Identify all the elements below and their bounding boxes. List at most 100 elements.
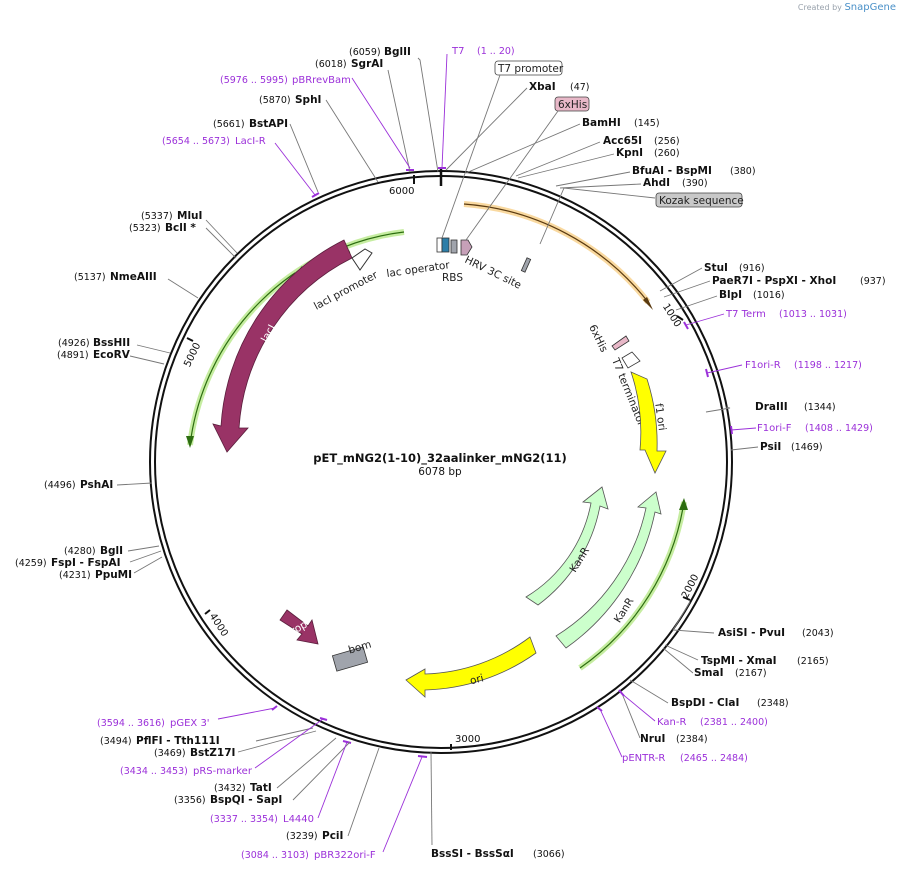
- enzyme-name-bgli: BglI: [100, 545, 123, 557]
- ori-arrow: [405, 636, 537, 698]
- enzyme-pos-bspqi: (3356): [174, 795, 206, 806]
- enzyme-name-psii: PsiI: [760, 441, 781, 453]
- enzyme-name-bspdi: BspDI - ClaI: [671, 697, 739, 709]
- enzyme-pos-bspdi: (2348): [757, 698, 789, 709]
- t7-promoter-box: [441, 237, 450, 253]
- enzyme-pos-nmeaiii: (5137): [74, 272, 106, 283]
- orf-orange-arrowhead: [643, 297, 653, 310]
- enzyme-pos-kpni: (260): [654, 148, 680, 159]
- primer-range-pbr322ori: (3084 .. 3103): [241, 850, 309, 861]
- tick-5000-mark: [186, 337, 194, 342]
- plasmid-name: pET_mNG2(1-10)_32aalinker_mNG2(11): [313, 451, 567, 466]
- hrv-3c-site-label: HRV 3C site: [463, 254, 523, 292]
- enzyme-pos-acc65i: (256): [654, 136, 680, 147]
- enzyme-name-tati: TatI: [250, 782, 272, 794]
- leader-bfuai: [555, 171, 631, 187]
- leader-nmeaiii: [167, 278, 199, 299]
- enzyme-name-nrui: NruI: [640, 733, 665, 745]
- primer-name-t7: T7: [451, 46, 464, 57]
- enzyme-pos-tati: (3432): [214, 783, 246, 794]
- primer-range-f1ori-r: (1198 .. 1217): [794, 360, 862, 371]
- leader-f1ori-f: [730, 427, 757, 431]
- leader-kan-r: [620, 692, 656, 722]
- leader-draiii: [705, 406, 731, 413]
- enzyme-name-mlui: MluI: [177, 210, 202, 222]
- leader-pentr-r: [599, 708, 623, 758]
- leader-kpni: [517, 153, 615, 179]
- rbs-box: [450, 239, 458, 254]
- orf-arc-orange-line: [463, 203, 649, 303]
- primer-range-pgex: (3594 .. 3616): [97, 718, 165, 729]
- enzyme-pos-pflfi: (3494): [100, 736, 132, 747]
- tick-6000: 6000: [389, 186, 414, 197]
- primer-range-l4440: (3337 .. 3354): [210, 814, 278, 825]
- laci-promoter-arrow: [351, 248, 373, 271]
- enzyme-name-blpi: BlpI: [719, 289, 742, 301]
- leader-kozak: [539, 187, 656, 245]
- rop-arrow: [279, 609, 319, 645]
- tick-5000: 5000: [182, 341, 203, 369]
- enzyme-pos-psii: (1469): [791, 442, 823, 453]
- enzyme-name-sphi: SphI: [295, 94, 321, 106]
- leader-bsshii: [136, 344, 171, 354]
- leader-prs: [254, 718, 324, 769]
- leader-smai: [662, 647, 694, 674]
- kanr-arrow-2: [555, 491, 662, 649]
- leader-bsssi: [430, 751, 433, 846]
- tick-1000: 1000: [660, 302, 683, 329]
- enzyme-pos-fspi: (4259): [15, 558, 47, 569]
- enzyme-name-xbai: XbaI: [529, 81, 556, 93]
- enzyme-pos-bsssi: (3066): [533, 849, 565, 860]
- leader-l4440: [317, 741, 348, 819]
- enzyme-name-ppumi: PpuMI: [95, 569, 132, 581]
- leader-bstz17i: [237, 730, 317, 753]
- primer-range-f1ori-f: (1408 .. 1429): [805, 423, 873, 434]
- leader-blpi: [675, 295, 718, 311]
- leader-stui: [659, 267, 703, 292]
- leader-bcli: [205, 227, 237, 259]
- primer-name-pgex: pGEX 3': [170, 718, 210, 729]
- enzyme-pos-sgrai: (6018): [315, 59, 347, 70]
- enzyme-pos-smai: (2167): [735, 668, 767, 679]
- enzyme-name-ecorv: EcoRV: [93, 349, 131, 361]
- rbs-label: RBS: [442, 272, 463, 284]
- enzyme-pos-stui: (916): [739, 263, 765, 274]
- leader-pgex: [217, 707, 276, 720]
- leader-ppumi: [133, 556, 163, 574]
- laci-arrow: [212, 239, 353, 453]
- enzyme-name-asisi: AsiSI - PvuI: [718, 627, 785, 639]
- leader-f1ori-r: [706, 364, 743, 374]
- enzyme-name-pflfi: PflFI - Tth111I: [136, 735, 220, 747]
- enzyme-name-stui: StuI: [704, 262, 728, 274]
- primer-name-pentr-r: pENTR-R: [622, 753, 665, 764]
- leader-bglii: [417, 57, 439, 173]
- primer-labels: T7 (1 .. 20) (5976 .. 5995) pBRrevBam (5…: [97, 46, 873, 861]
- leader-bgli: [127, 545, 160, 552]
- enzyme-name-draiii: DraIII: [755, 401, 788, 413]
- primer-range-laci-r: (5654 .. 5673): [162, 136, 230, 147]
- kozak-marker: [520, 257, 532, 273]
- enzyme-pos-ppumi: (4231): [59, 570, 91, 581]
- kanr-arrow-1: [525, 486, 609, 606]
- tick-2000-mark: [682, 596, 691, 601]
- leader-t7-term: [685, 313, 725, 326]
- enzyme-pos-xbai: (47): [570, 82, 590, 93]
- primer-mark-t7-term: [683, 321, 689, 330]
- enzyme-pos-bstz17i: (3469): [154, 748, 186, 759]
- primer-mark-pbr322ori: [417, 755, 428, 758]
- enzyme-pos-bgli: (4280): [64, 546, 96, 557]
- leader-acc65i: [515, 141, 601, 177]
- lac-operator-box: [436, 237, 443, 253]
- enzyme-name-kpni: KpnI: [616, 147, 643, 159]
- enzyme-pos-nrui: (2384): [676, 734, 708, 745]
- his-tag-label: 6xHis: [586, 323, 610, 354]
- primer-name-laci-r: LacI-R: [235, 136, 266, 147]
- orf-arc-green-right-line: [579, 501, 685, 669]
- enzyme-pos-bglii: (6059): [349, 47, 381, 58]
- kozak-label-box: [655, 192, 743, 208]
- orf-green-right-arrowhead: [679, 498, 688, 510]
- snapgene-credit: Created by SnapGene: [798, 2, 896, 13]
- enzyme-pos-asisi: (2043): [802, 628, 834, 639]
- primer-range-pbrrevbam: (5976 .. 5995): [220, 75, 288, 86]
